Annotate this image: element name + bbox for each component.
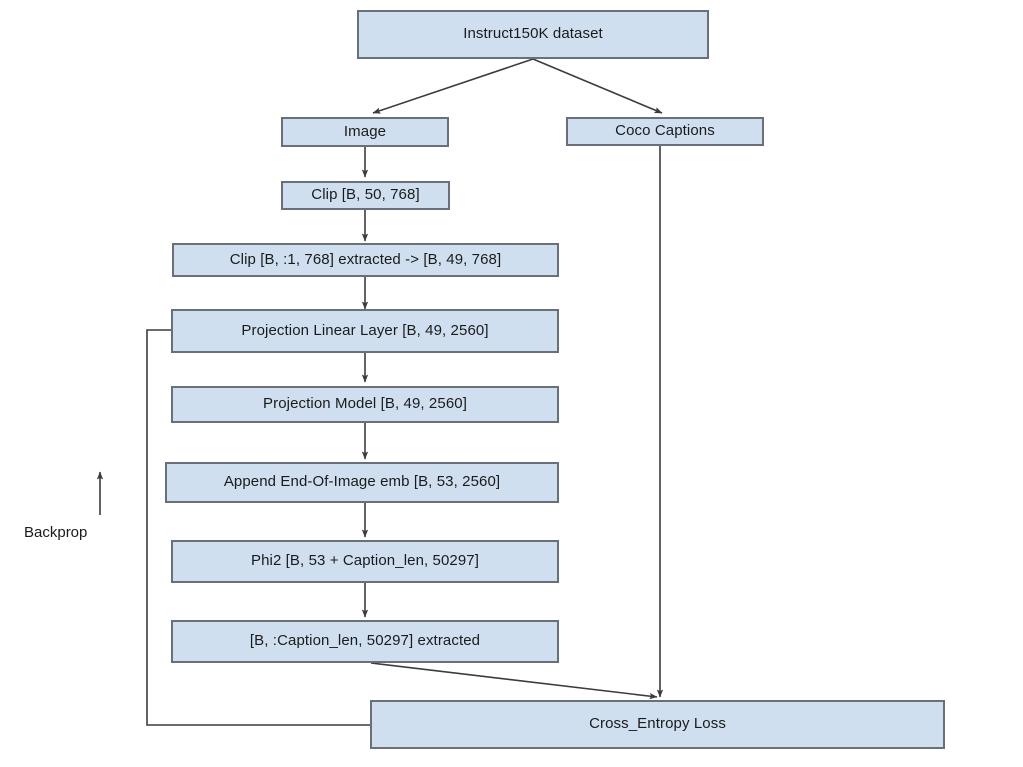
edge-dataset-to-coco [532,58,663,114]
node-caption-extracted[interactable]: [B, :Caption_len, 50297] extracted [171,620,559,663]
node-phi2[interactable]: Phi2 [B, 53 + Caption_len, 50297] [171,540,559,583]
backprop-label: Backprop [24,524,87,541]
edge-dataset-to-image [372,58,534,114]
node-label: Clip [B, :1, 768] extracted -> [B, 49, 7… [229,250,502,268]
edge-backprop-feedback [146,329,370,726]
node-label: Projection Model [B, 49, 2560] [263,395,467,413]
node-image[interactable]: Image [281,117,449,147]
node-projection-linear-layer[interactable]: Projection Linear Layer [B, 49, 2560] [171,309,559,353]
node-cross-entropy-loss[interactable]: Cross_Entropy Loss [370,700,945,749]
node-label: Append End-Of-Image emb [B, 53, 2560] [223,473,501,491]
node-label: Clip [B, 50, 768] [311,186,420,204]
node-label: Cross_Entropy Loss [589,715,726,733]
node-label: [B, :Caption_len, 50297] extracted [249,632,481,650]
node-clip[interactable]: Clip [B, 50, 768] [281,181,450,210]
node-label: Instruct150K dataset [463,25,603,43]
node-append-end-of-image-emb[interactable]: Append End-Of-Image emb [B, 53, 2560] [165,462,559,503]
node-label: Coco Captions [615,122,715,140]
edge-extracted-to-loss [370,662,658,700]
backprop-text: Backprop [24,524,88,541]
node-clip-extracted[interactable]: Clip [B, :1, 768] extracted -> [B, 49, 7… [172,243,559,277]
node-coco-captions[interactable]: Coco Captions [566,117,764,146]
node-label: Image [343,122,387,140]
node-label: Projection Linear Layer [B, 49, 2560] [241,321,489,339]
node-label: Phi2 [B, 53 + Caption_len, 50297] [250,552,480,570]
node-projection-model[interactable]: Projection Model [B, 49, 2560] [171,386,559,423]
node-instruct150k-dataset[interactable]: Instruct150K dataset [357,10,709,59]
